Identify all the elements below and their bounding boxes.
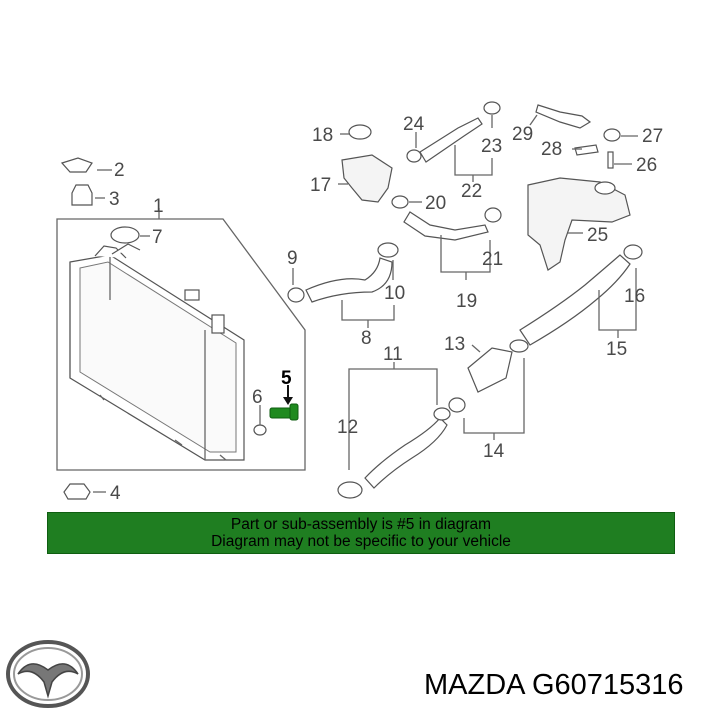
callout-15: 15 [606,339,627,360]
callout-2: 2 [114,160,125,181]
callout-26: 26 [636,155,657,176]
callout-19: 19 [456,291,477,312]
callout-27: 27 [642,126,663,147]
cap-part-27 [603,128,638,142]
hose-part-11 [337,362,451,499]
callout-29: 29 [512,124,533,145]
callout-24: 24 [403,114,425,135]
hose-part-15 [519,244,643,346]
radiator-assembly [56,208,306,471]
callout-8: 8 [361,328,372,349]
clamp-part-23 [483,101,501,128]
callout-17: 17 [310,175,331,196]
callout-7: 7 [152,227,163,248]
cap-part-18 [340,124,372,140]
callout-3: 3 [109,189,120,210]
callout-5: 5 [281,368,292,389]
hose-part-8 [287,242,399,328]
banner-line-disclaimer: Diagram may not be specific to your vehi… [211,533,511,550]
callout-21: 21 [482,249,503,270]
callout-28: 28 [541,139,562,160]
hose-part-29 [529,104,592,129]
fitting-part-26 [607,151,632,169]
mazda-logo [6,640,90,708]
hose-part-28 [572,144,599,156]
callout-12: 12 [337,417,358,438]
cap-part-7 [110,226,150,244]
mount-part-3 [71,184,105,206]
callout-4: 4 [110,483,121,504]
callout-23: 23 [481,136,502,157]
reservoir-part-25 [527,177,631,271]
callout-13: 13 [444,334,465,355]
callout-22: 22 [461,181,482,202]
hose-part-19 [403,207,502,280]
hose-part-24 [406,117,483,163]
hose-part-13 [448,339,529,440]
callout-25: 25 [587,225,608,246]
banner-line-part: Part or sub-assembly is #5 in diagram [230,516,492,533]
callout-20: 20 [425,193,446,214]
drain-plug-part-5 [269,385,299,421]
info-banner: Part or sub-assembly is #5 in diagram Di… [47,512,675,554]
callout-11: 11 [383,344,403,365]
callout-1: 1 [153,196,164,217]
mount-part-4 [63,483,106,500]
bracket-part-2 [60,157,112,173]
callout-14: 14 [483,441,505,462]
callout-16: 16 [624,286,645,307]
callout-18: 18 [312,125,333,146]
clamp-part-20 [391,195,422,209]
callout-6: 6 [252,387,263,408]
oring-part-6 [253,405,267,436]
housing-part-17 [338,154,393,203]
callout-9: 9 [287,248,298,269]
callout-10: 10 [384,283,405,304]
part-number-label: MAZDA G60715316 [424,669,684,701]
